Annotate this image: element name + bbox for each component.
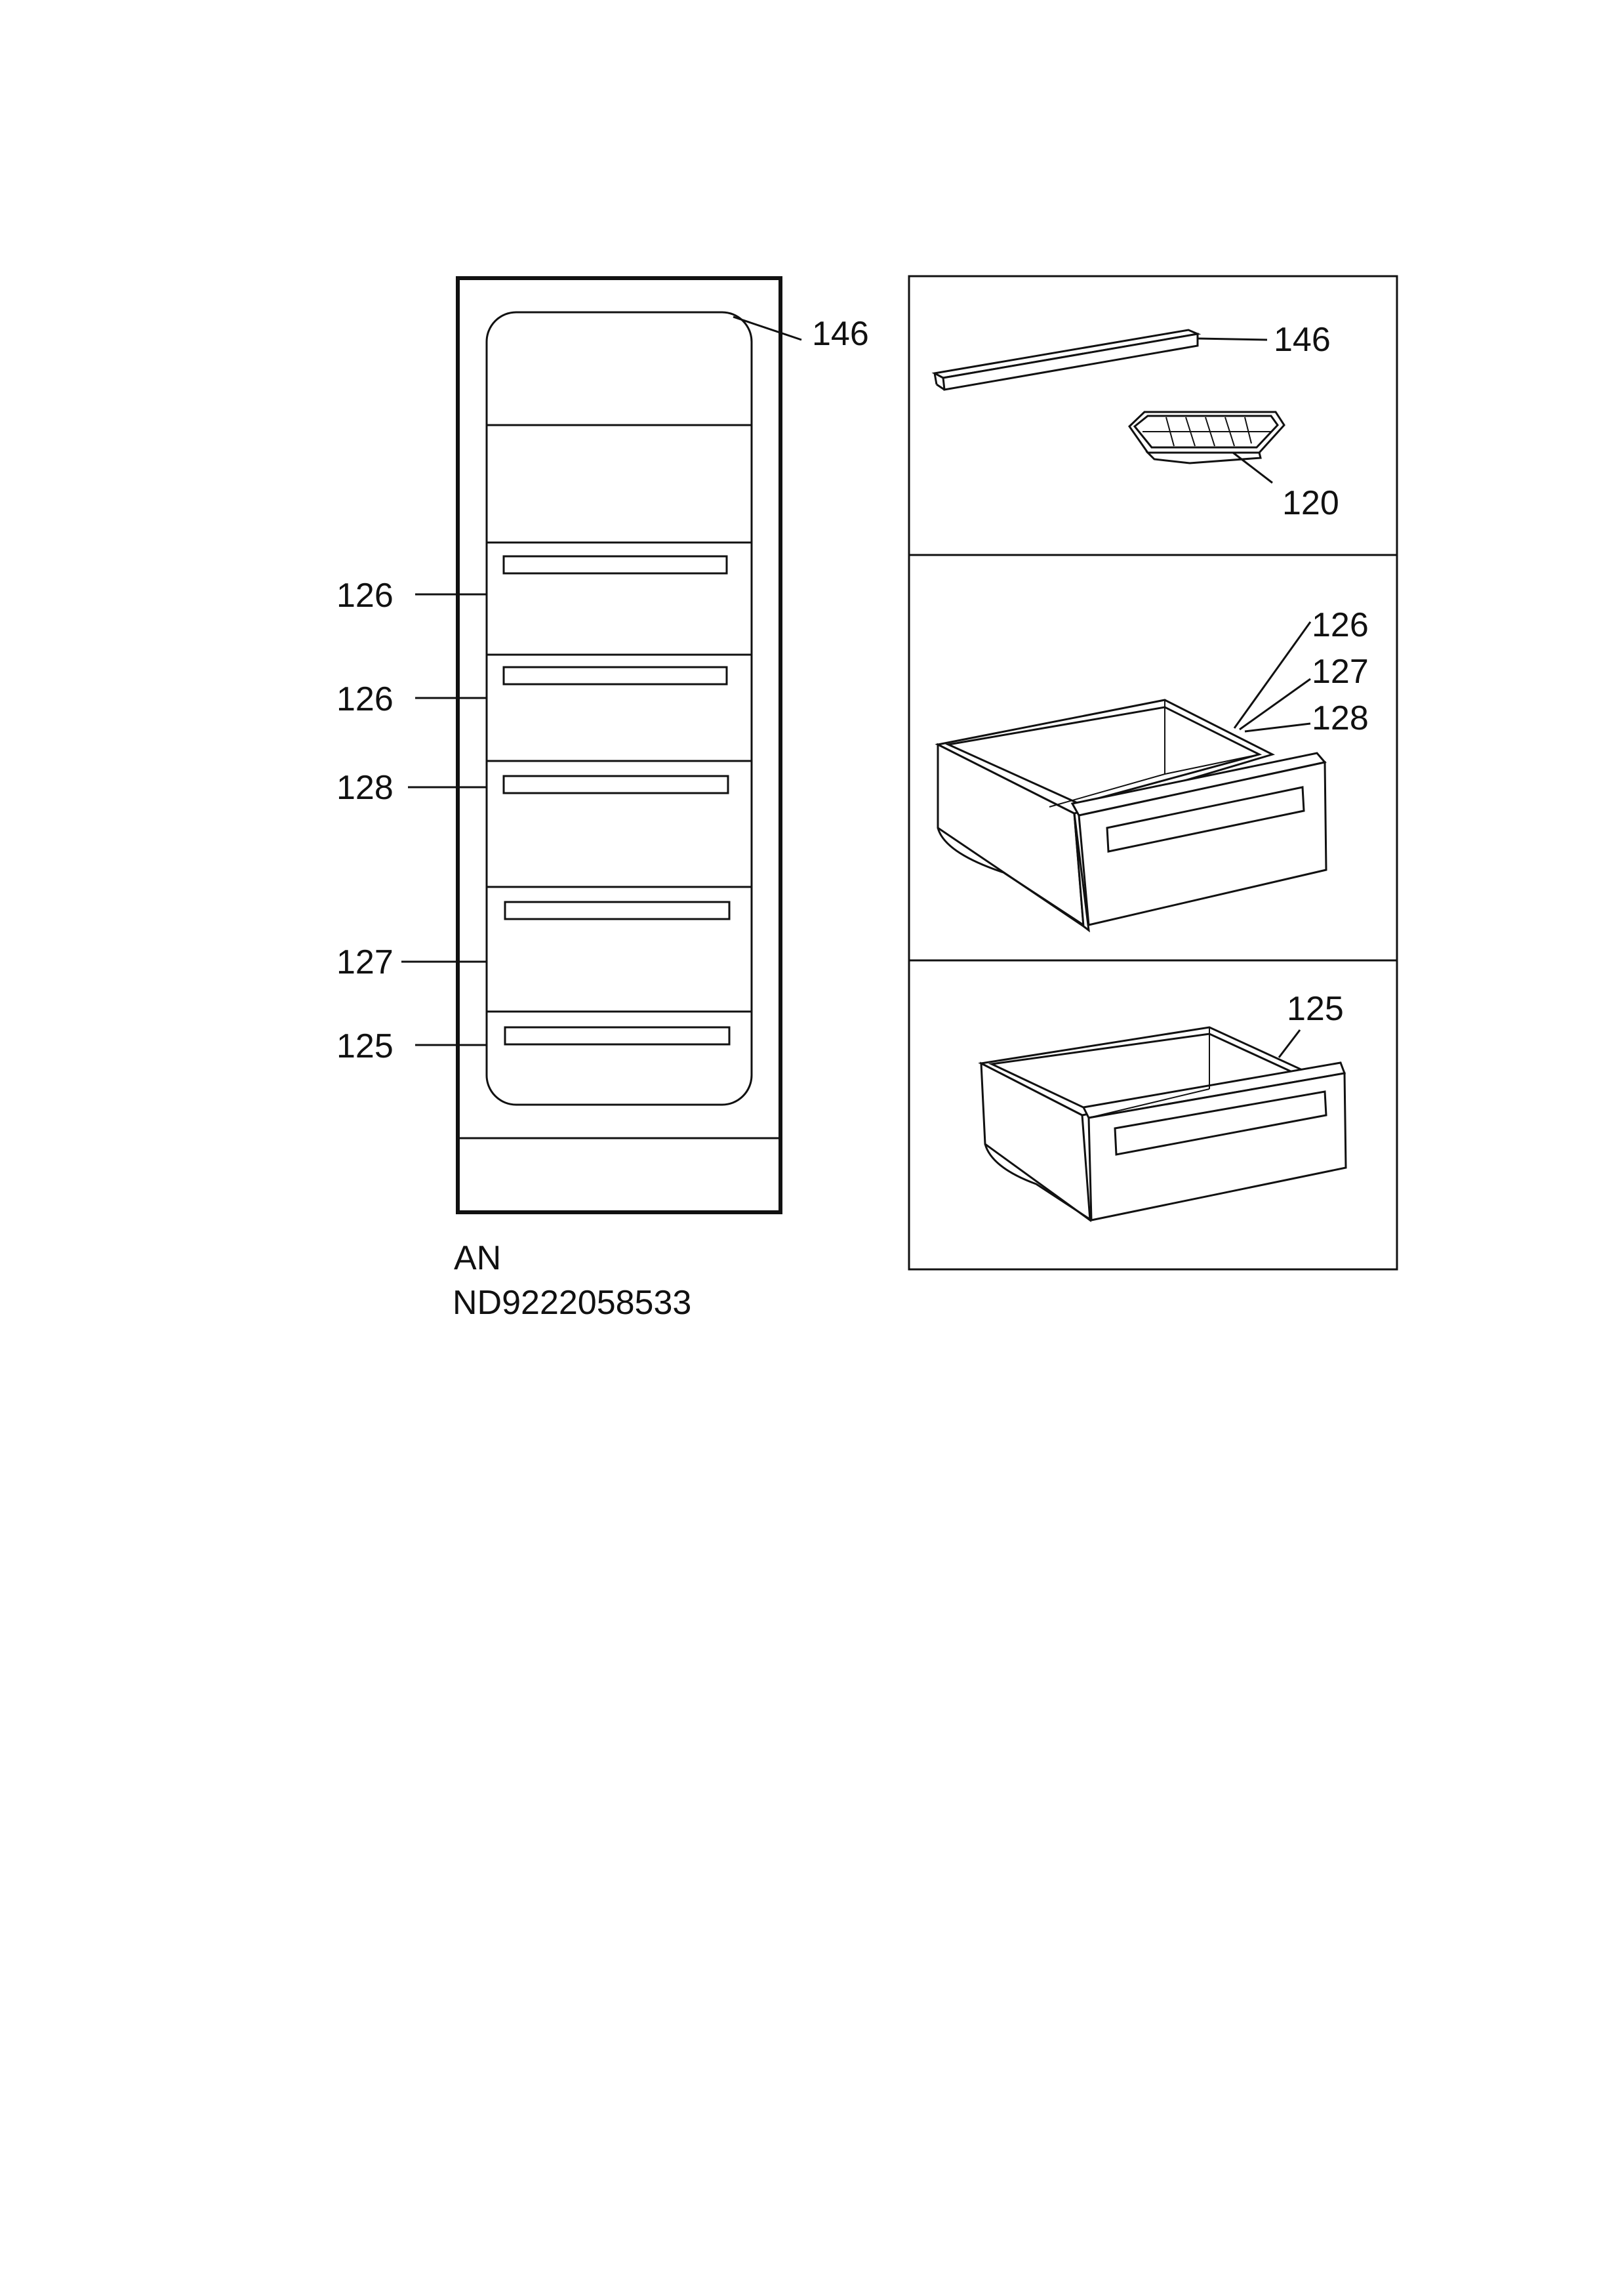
parts-panels: 146 120 <box>908 275 1398 1271</box>
ice-cube-tray <box>1128 411 1285 464</box>
callout-126: 126 <box>336 680 394 718</box>
callout-125: 125 <box>1287 990 1344 1028</box>
freezer-cabinet-outline <box>456 276 782 1214</box>
callout-126: 126 <box>1312 606 1369 644</box>
callout-126: 126 <box>336 577 394 615</box>
callout-120: 120 <box>1282 484 1339 522</box>
leader-line <box>1278 1029 1301 1058</box>
drawer-handle <box>504 901 731 920</box>
callout-146: 146 <box>812 315 869 353</box>
callout-146: 146 <box>1274 321 1331 359</box>
freezer-plinth <box>456 1137 782 1214</box>
bottom-panel: 125 <box>978 990 1347 1223</box>
callout-125: 125 <box>336 1027 394 1065</box>
drawer-handle <box>502 775 729 794</box>
drawer-handle <box>502 555 728 575</box>
middle-panel: 126 127 128 <box>935 606 1369 933</box>
leader-line <box>1197 337 1268 341</box>
freezer-front-view: 146 126 126 128 127 125 AN ND9222058533 <box>336 276 869 1322</box>
model-code: AN <box>454 1239 501 1277</box>
parts-frame <box>908 275 1398 1271</box>
leader-line <box>1239 678 1311 731</box>
leader-line <box>1233 621 1312 729</box>
callout-128: 128 <box>1312 699 1369 737</box>
callout-127: 127 <box>1312 653 1369 691</box>
freezer-drawer-small <box>978 1026 1347 1223</box>
freezer-drawer-large <box>935 699 1327 933</box>
leader-line <box>733 316 802 341</box>
drawer-handle <box>502 666 728 686</box>
leader-line <box>1232 451 1273 484</box>
freezer-inner-liner <box>485 311 753 1106</box>
leader-line <box>1244 722 1311 733</box>
top-panel: 146 120 <box>931 321 1339 522</box>
callout-128: 128 <box>336 769 394 807</box>
part-number: ND9222058533 <box>453 1284 691 1322</box>
drawer-handle <box>504 1026 731 1046</box>
callout-127: 127 <box>336 943 394 981</box>
cover-strip <box>931 329 1202 391</box>
